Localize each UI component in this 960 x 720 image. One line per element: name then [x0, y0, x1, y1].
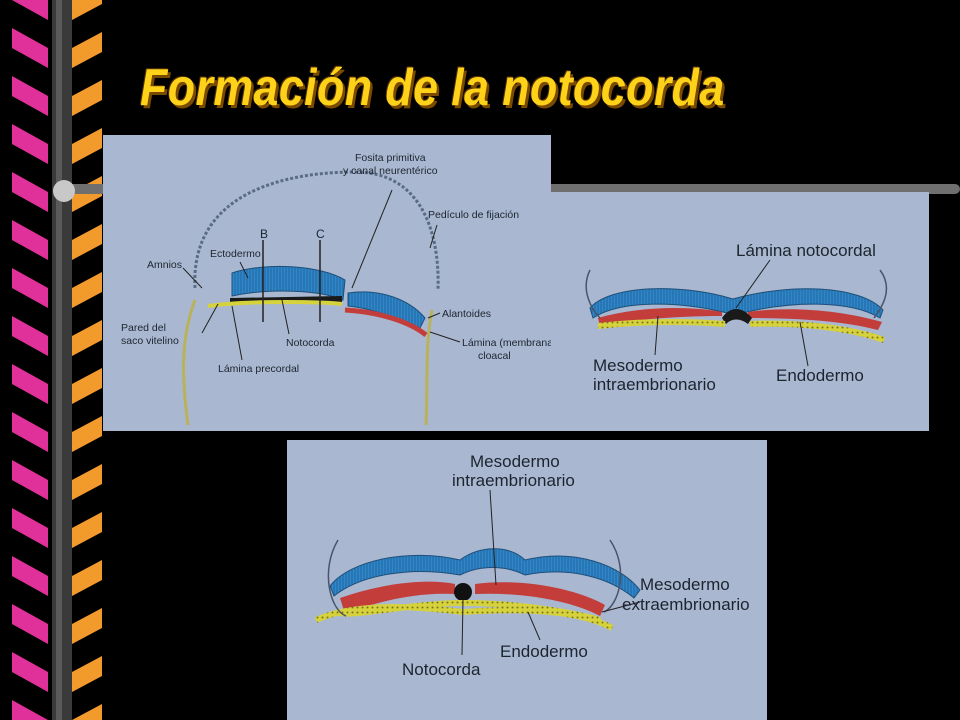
label-endodermo-c: Endodermo: [500, 642, 588, 661]
label-pared-1: Pared del: [121, 322, 166, 334]
chevron-left: [12, 364, 48, 404]
chevron-left: [12, 220, 48, 260]
chevron-left: [12, 0, 48, 20]
label-lamina-cloacal-2: cloacal: [478, 350, 511, 362]
label-mesodermo-extra-2: extraembrionario: [622, 595, 750, 614]
label-pared-2: saco vitelino: [121, 335, 179, 347]
label-mesodermo-intra-2: intraembrionario: [452, 471, 575, 490]
chevron-right: [72, 368, 102, 404]
label-mesodermo-1: Mesodermo: [593, 356, 683, 375]
chevron-left: [12, 508, 48, 548]
figure-notochord-formed: Mesodermo intraembrionario Mesodermo ext…: [287, 440, 767, 720]
label-lamina-notocordal: Lámina notocordal: [736, 241, 876, 260]
label-alantoides: Alantoides: [442, 308, 491, 320]
label-notocorda-c: Notocorda: [402, 660, 481, 679]
chevron-left: [12, 412, 48, 452]
chevron-left: [12, 556, 48, 596]
label-lamina-precordal: Lámina precordal: [218, 363, 299, 375]
chevron-stripes: [12, 0, 102, 720]
chevron-left: [12, 124, 48, 164]
label-mesodermo-extra-1: Mesodermo: [640, 575, 730, 594]
rail-knob: [53, 180, 75, 202]
label-notocorda: Notocorda: [286, 337, 335, 349]
chevron-right: [72, 0, 102, 20]
label-mesodermo-intra-1: Mesodermo: [470, 452, 560, 471]
label-c: C: [316, 227, 325, 241]
figure-notochordal-plate: Lámina notocordal Mesodermo intraembrion…: [551, 192, 929, 431]
chevron-right: [72, 464, 102, 500]
chevron-left: [12, 460, 48, 500]
label-mesodermo-2: intraembrionario: [593, 375, 716, 394]
chevron-left: [12, 652, 48, 692]
label-endodermo: Endodermo: [776, 366, 864, 385]
chevron-right: [72, 704, 102, 720]
label-pediculo: Pedículo de fijación: [428, 209, 519, 221]
label-ectodermo: Ectodermo: [210, 248, 261, 260]
chevron-right: [72, 416, 102, 452]
chevron-left: [12, 76, 48, 116]
chevron-left: [12, 172, 48, 212]
decorative-border: [12, 0, 102, 720]
chevron-left: [12, 700, 48, 720]
chevron-right: [72, 560, 102, 596]
chevron-right: [72, 80, 102, 116]
slide-title: Formación de la notocorda: [140, 59, 725, 117]
label-fosita: Fosita primitiva: [355, 152, 426, 164]
label-lamina-cloacal-1: Lámina (membrana): [462, 337, 557, 349]
chevron-right: [72, 224, 102, 260]
label-amnios: Amnios: [147, 259, 182, 271]
label-canal: y canal neurentérico: [343, 165, 438, 177]
chevron-right: [72, 128, 102, 164]
chevron-left: [12, 28, 48, 68]
chevron-right: [72, 656, 102, 692]
chevron-left: [12, 268, 48, 308]
figure-sagittal-embryo: Fosita primitiva y canal neurentérico Pe…: [103, 135, 557, 431]
chevron-left: [12, 316, 48, 356]
chevron-right: [72, 272, 102, 308]
chevron-right: [72, 320, 102, 356]
label-b: B: [260, 227, 268, 241]
chevron-right: [72, 608, 102, 644]
chevron-right: [72, 512, 102, 548]
chevron-left: [12, 604, 48, 644]
chevron-right: [72, 32, 102, 68]
